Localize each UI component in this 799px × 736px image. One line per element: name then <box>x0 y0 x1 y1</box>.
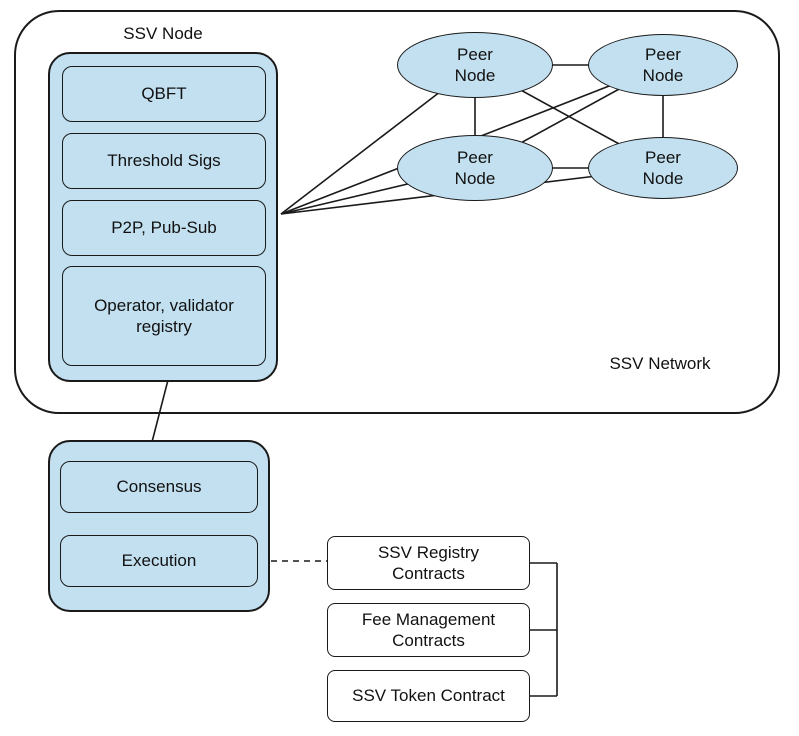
peer-node-4: Peer Node <box>588 137 738 199</box>
ssv-node-label: SSV Node <box>123 24 203 43</box>
contract-ssv-registry-label: SSV Registry Contracts <box>377 542 480 583</box>
peer-node-1-label: Peer Node <box>454 44 496 85</box>
node-to-eth-client-line <box>151 379 169 443</box>
ssv-node-label-wrap: SSV Node <box>48 22 278 46</box>
module-execution: Execution <box>60 535 258 587</box>
module-qbft: QBFT <box>62 66 266 122</box>
module-p2p-pubsub: P2P, Pub-Sub <box>62 200 266 256</box>
contract-ssv-token: SSV Token Contract <box>327 670 530 722</box>
peer-node-3: Peer Node <box>397 135 553 201</box>
peer-node-3-label: Peer Node <box>454 147 496 188</box>
module-execution-label: Execution <box>121 551 197 571</box>
module-consensus: Consensus <box>60 461 258 513</box>
contract-ssv-registry: SSV Registry Contracts <box>327 536 530 590</box>
peer-node-2: Peer Node <box>588 34 738 96</box>
module-threshold-sigs-label: Threshold Sigs <box>107 151 221 171</box>
module-operator-validator-registry: Operator, validator registry <box>62 266 266 366</box>
ssv-network-label: SSV Network <box>609 354 711 373</box>
module-operator-validator-registry-label: Operator, validator registry <box>94 295 234 336</box>
peer-node-2-label: Peer Node <box>642 44 684 85</box>
peer-node-1: Peer Node <box>397 32 553 98</box>
ssv-network-label-wrap: SSV Network <box>580 352 740 376</box>
contract-fee-management-label: Fee Management Contracts <box>361 609 496 650</box>
module-p2p-pubsub-label: P2P, Pub-Sub <box>111 218 217 238</box>
module-threshold-sigs: Threshold Sigs <box>62 133 266 189</box>
contracts-bracket <box>530 562 558 697</box>
module-consensus-label: Consensus <box>116 477 202 497</box>
contract-ssv-token-label: SSV Token Contract <box>352 686 505 706</box>
contract-fee-management: Fee Management Contracts <box>327 603 530 657</box>
module-qbft-label: QBFT <box>141 84 187 104</box>
peer-node-4-label: Peer Node <box>642 147 684 188</box>
ssv-network-container <box>14 10 780 414</box>
